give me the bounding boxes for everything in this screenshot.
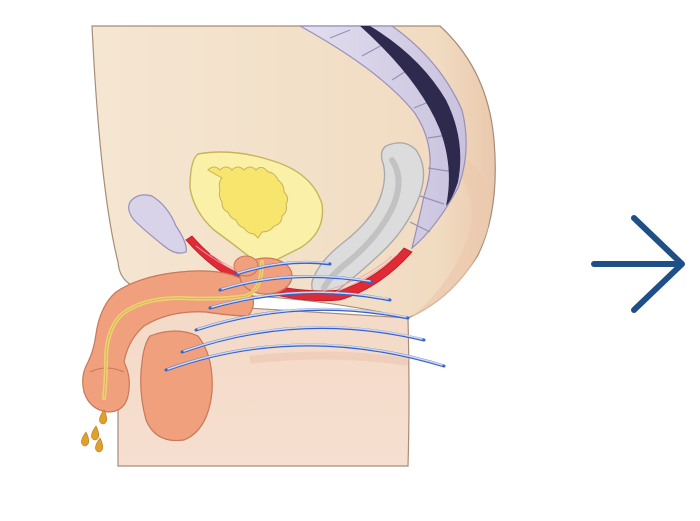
bladder bbox=[189, 151, 324, 269]
genitalia bbox=[82, 255, 293, 442]
spinal-canal bbox=[360, 26, 461, 206]
pubic-bone bbox=[128, 194, 187, 254]
arrow-right-icon bbox=[591, 215, 685, 313]
urine-droplets bbox=[81, 409, 107, 453]
